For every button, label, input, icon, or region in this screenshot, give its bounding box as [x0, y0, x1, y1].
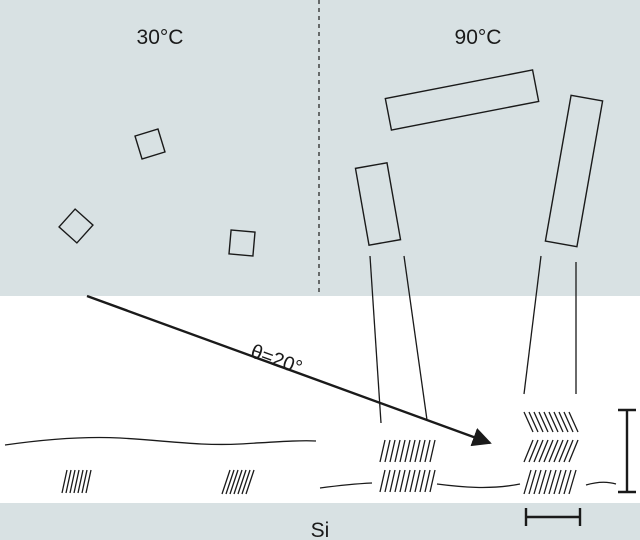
small-square-2: [58, 208, 94, 244]
film-surface-line: [585, 481, 617, 486]
right-temperature-label: 90°C: [455, 26, 502, 49]
width-scale-bar: [524, 508, 582, 526]
long-rod-right: [544, 94, 604, 248]
lamella-stack-left-1: [61, 469, 92, 494]
film-surface-line: [319, 482, 373, 489]
film-surface-line: [4, 436, 317, 446]
lamella-stack-left-2: [221, 469, 255, 495]
projection-line: [403, 255, 428, 421]
lamella-stack-right-2: [523, 411, 579, 495]
projection-line: [369, 255, 382, 424]
small-square-3: [228, 229, 256, 257]
projection-line: [523, 255, 542, 395]
long-rod-horizontal: [384, 69, 540, 131]
substrate-label: Si: [311, 519, 330, 540]
solution-region: [0, 0, 640, 296]
lamella-stack-right-1: [379, 439, 436, 493]
si-substrate: [0, 503, 640, 540]
left-temperature-label: 30°C: [137, 26, 184, 49]
incident-beam-arrow: [86, 294, 492, 447]
small-square-1: [134, 128, 166, 160]
thickness-scale-bar: [618, 408, 636, 494]
film-surface-line: [436, 483, 521, 489]
long-rod-left: [354, 162, 402, 246]
